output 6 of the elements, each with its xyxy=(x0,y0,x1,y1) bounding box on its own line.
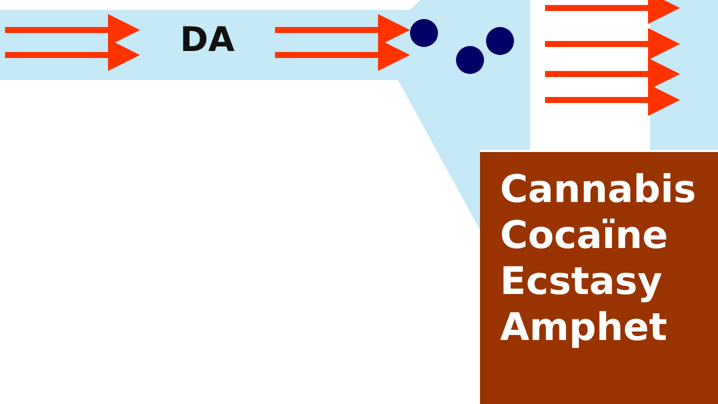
drug-name: Amphet xyxy=(500,304,668,350)
drug-name: Cannabis xyxy=(500,166,698,212)
drug-name: Cocaïne xyxy=(500,212,670,258)
drug-list-box xyxy=(480,152,718,404)
drug-name: Ecstasy xyxy=(500,258,664,304)
dopamine-label: DA xyxy=(180,20,235,60)
